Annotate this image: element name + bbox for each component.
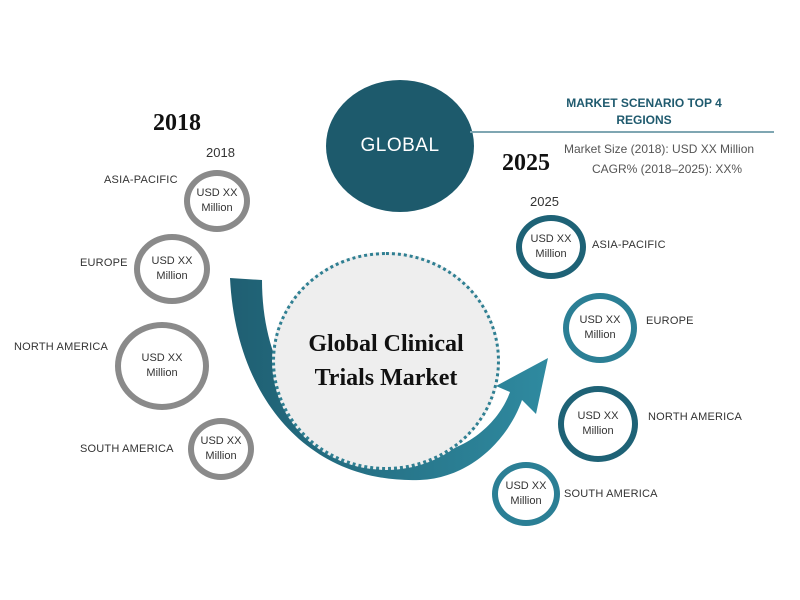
center-title: Global Clinical Trials Market bbox=[286, 327, 486, 395]
year-2025-subheading: 2025 bbox=[530, 194, 559, 209]
region-2025-europe-ring: USD XX Million bbox=[563, 293, 637, 363]
center-title-line2: Trials Market bbox=[314, 365, 458, 391]
region-2018-south-america-label: SOUTH AMERICA bbox=[80, 443, 174, 455]
region-2018-europe-ring: USD XX Million bbox=[134, 234, 210, 304]
region-2025-north-america-ring: USD XX Million bbox=[558, 386, 638, 462]
region-2025-europe-value: USD XX bbox=[579, 314, 621, 326]
region-2025-asia-pacific-ring: USD XX Million bbox=[516, 215, 586, 279]
region-2025-south-america-ring: USD XX Million bbox=[492, 462, 560, 526]
year-2018-subheading: 2018 bbox=[206, 145, 235, 160]
scenario-title-line2: REGIONS bbox=[616, 113, 672, 127]
region-2018-europe-label: EUROPE bbox=[80, 257, 128, 269]
scenario-title-line1: MARKET SCENARIO TOP 4 bbox=[566, 96, 722, 110]
region-2018-south-america-ring: USD XX Million bbox=[188, 418, 254, 480]
region-2018-south-america-value: USD XX bbox=[200, 435, 242, 447]
region-2025-north-america-label: NORTH AMERICA bbox=[648, 411, 743, 423]
region-2025-north-america-unit: Million bbox=[582, 425, 614, 437]
center-title-line1: Global Clinical bbox=[308, 331, 464, 357]
region-2018-north-america-ring: USD XX Million bbox=[115, 322, 209, 410]
market-size-text: Market Size (2018): USD XX Million bbox=[564, 142, 755, 156]
region-2018-south-america-unit: Million bbox=[205, 450, 237, 462]
region-2025-south-america-label: SOUTH AMERICA bbox=[564, 488, 658, 500]
region-2018-europe-unit: Million bbox=[156, 270, 188, 282]
region-2018-north-america-value: USD XX bbox=[141, 352, 183, 364]
region-2018-north-america-unit: Million bbox=[146, 367, 178, 379]
region-2025-asia-pacific-unit: Million bbox=[535, 248, 567, 260]
center-circle: Global Clinical Trials Market bbox=[272, 252, 500, 470]
global-label: GLOBAL bbox=[360, 135, 440, 156]
region-2018-north-america-label: NORTH AMERICA bbox=[14, 341, 109, 353]
global-disc: GLOBAL bbox=[326, 80, 474, 212]
scenario-title: MARKET SCENARIO TOP 4 REGIONS bbox=[540, 95, 748, 129]
region-2018-asia-pacific-label: ASIA-PACIFIC bbox=[104, 174, 178, 186]
region-2018-asia-pacific-value: USD XX bbox=[196, 187, 238, 199]
region-2025-north-america-value: USD XX bbox=[577, 410, 619, 422]
region-2018-asia-pacific-ring: USD XX Million bbox=[184, 170, 250, 232]
region-2025-south-america-unit: Million bbox=[510, 495, 542, 507]
region-2025-europe-label: EUROPE bbox=[646, 315, 694, 327]
region-2025-south-america-value: USD XX bbox=[505, 480, 547, 492]
region-2018-asia-pacific-unit: Million bbox=[201, 202, 233, 214]
cagr-text: CAGR% (2018–2025): XX% bbox=[592, 162, 743, 176]
region-2018-europe-value: USD XX bbox=[151, 255, 193, 267]
region-2025-asia-pacific-label: ASIA-PACIFIC bbox=[592, 239, 666, 251]
header-divider bbox=[470, 131, 774, 133]
year-2025-heading: 2025 bbox=[502, 150, 550, 176]
region-2025-europe-unit: Million bbox=[584, 329, 616, 341]
year-2018-heading: 2018 bbox=[153, 110, 201, 136]
region-2025-asia-pacific-value: USD XX bbox=[530, 233, 572, 245]
